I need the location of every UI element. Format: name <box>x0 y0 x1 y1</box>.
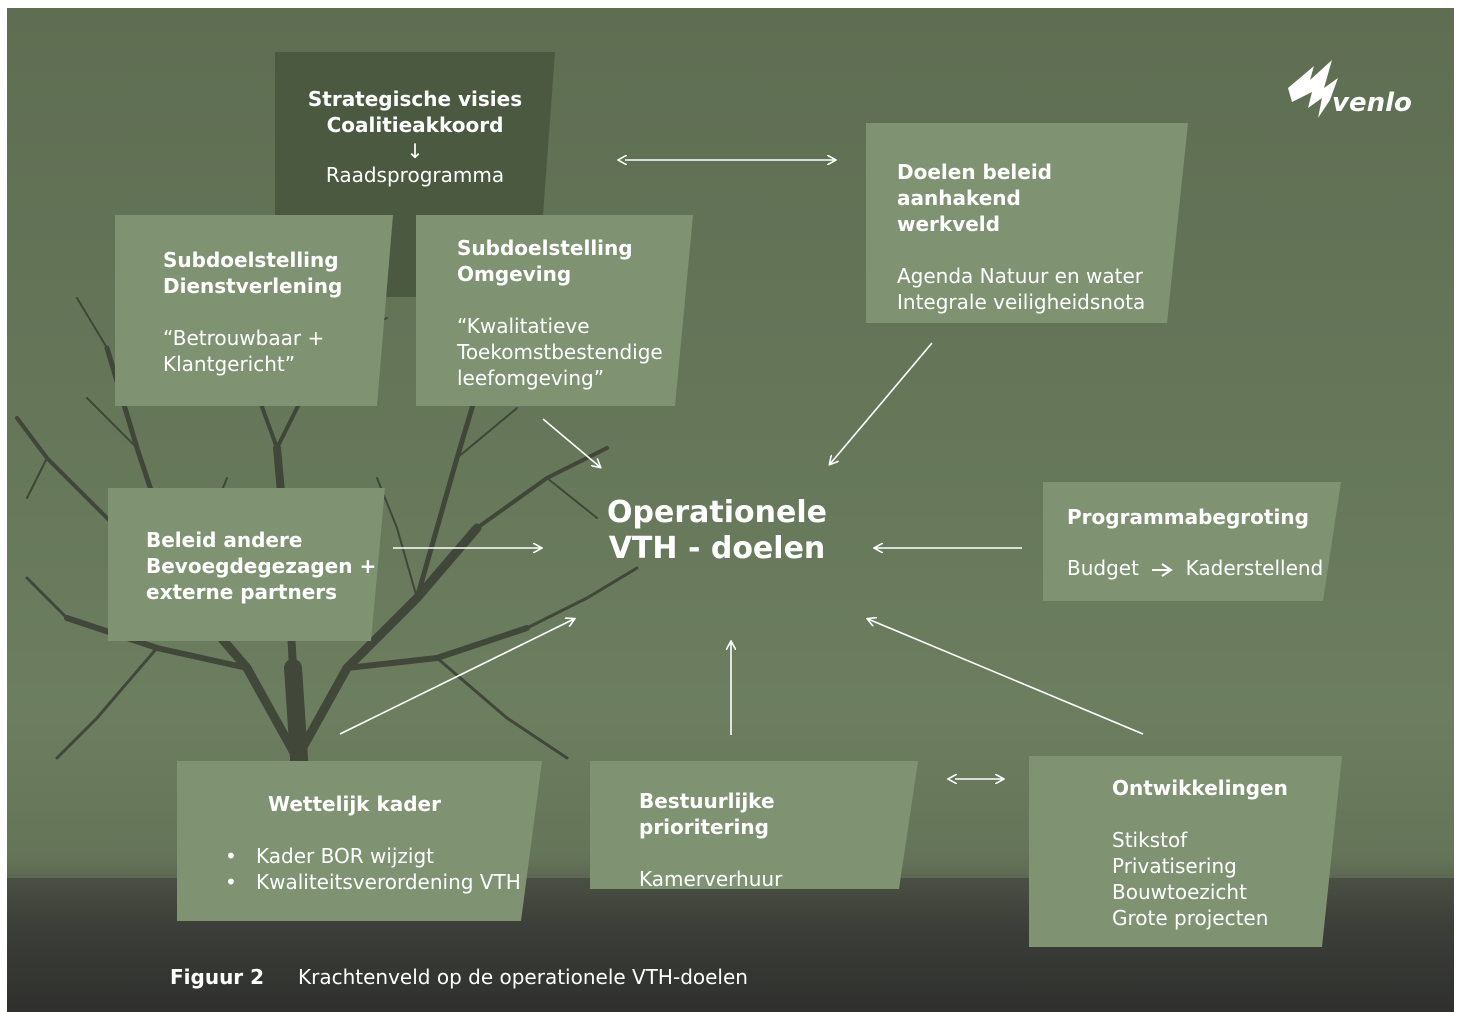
box-shape <box>115 215 393 406</box>
programmabegroting-line: Budget Kaderstellend <box>1067 555 1337 581</box>
box-ontwikkelingen: Ontwikkelingen Stikstof Privatisering Bo… <box>1029 756 1342 947</box>
doelen-beleid-title: Doelen beleid aanhakend werkveld <box>897 160 1052 236</box>
budget-label: Budget <box>1067 556 1139 580</box>
arrow-doelen-to-center <box>830 342 933 464</box>
center-title: Operationele VTH - doelen <box>567 495 867 567</box>
venlo-emblem-icon <box>1288 60 1338 118</box>
box-doelen-beleid: Doelen beleid aanhakend werkveld Agenda … <box>866 123 1188 323</box>
omgeving-body: “Kwalitatieve Toekomstbestendige leefomg… <box>457 314 663 390</box>
bestuurlijk-title: Bestuurlijke prioritering <box>639 789 775 839</box>
kaderstellend-label: Kaderstellend <box>1185 556 1324 580</box>
strategic-title-1: Strategische visies <box>307 87 523 111</box>
caption-text: Krachtenveld op de operationele VTH-doel… <box>298 965 748 989</box>
arrow-ontwikkelingen-to-center <box>868 619 1144 735</box>
box-shape <box>416 215 693 406</box>
venlo-wordmark: venlo <box>1332 88 1412 118</box>
box-subdoelstelling-omgeving: Subdoelstelling Omgeving “Kwalitatieve T… <box>416 215 693 406</box>
box-shape <box>108 488 385 641</box>
arrow-wettelijk-to-center <box>339 619 574 735</box>
programmabegroting-title: Programmabegroting <box>1067 505 1309 529</box>
box-shape <box>1043 482 1341 601</box>
list-item: Kwaliteitsverordening VTH <box>223 869 542 895</box>
box-bestuurlijke-prioritering: Bestuurlijke prioritering Kamerverhuur <box>590 761 918 891</box>
connector-arrows <box>339 8 1144 1012</box>
dienstverlening-title: Subdoelstelling Dienstverlening <box>163 248 343 298</box>
box-shape <box>590 761 918 889</box>
doelen-beleid-body: Agenda Natuur en water Integrale veiligh… <box>897 264 1146 314</box>
center-title-line1: Operationele <box>607 495 827 530</box>
ontwikkelingen-title: Ontwikkelingen <box>1112 776 1288 800</box>
dienstverlening-body: “Betrouwbaar + Klantgericht” <box>163 326 325 376</box>
box-shape <box>866 123 1188 323</box>
bestuurlijk-body: Kamerverhuur <box>639 867 783 891</box>
arrow-omgeving-to-center <box>542 418 600 467</box>
box-programmabegroting: Programmabegroting Budget Kaderstellend <box>1043 482 1341 601</box>
figure-caption: Figuur 2 Krachtenveld op de operationele … <box>170 965 748 989</box>
box-subdoelstelling-dienstverlening: Subdoelstelling Dienstverlening “Betrouw… <box>115 215 393 406</box>
wettelijk-title: Wettelijk kader <box>268 792 441 816</box>
box-shape <box>1029 756 1342 947</box>
beleid-andere-title: Beleid andere Bevoegdegezagen + externe … <box>146 528 377 604</box>
strategic-title-2: Coalitieakkoord <box>326 113 504 137</box>
omgeving-title: Subdoelstelling Omgeving <box>457 236 633 286</box>
arrow-right-icon <box>1152 562 1174 577</box>
diagram-canvas: Strategische visies Coalitieakkoord ↓ Ra… <box>7 8 1454 1012</box>
strategic-sub: Raadsprogramma <box>325 163 505 187</box>
center-title-line2: VTH - doelen <box>608 531 826 566</box>
list-item: Kader BOR wijzigt <box>223 843 542 869</box>
box-wettelijk-kader: Wettelijk kader Kader BOR wijzigt Kwalit… <box>177 761 542 921</box>
wettelijk-list: Kader BOR wijzigt Kwaliteitsverordening … <box>223 843 542 895</box>
venlo-logo: venlo <box>1282 58 1412 128</box>
strategic-arrow-glyph: ↓ <box>406 139 424 163</box>
ontwikkelingen-body: Stikstof Privatisering Bouwtoezicht Grot… <box>1112 828 1269 930</box>
box-beleid-andere: Beleid andere Bevoegdegezagen + externe … <box>108 488 385 641</box>
caption-label: Figuur 2 <box>170 965 265 989</box>
